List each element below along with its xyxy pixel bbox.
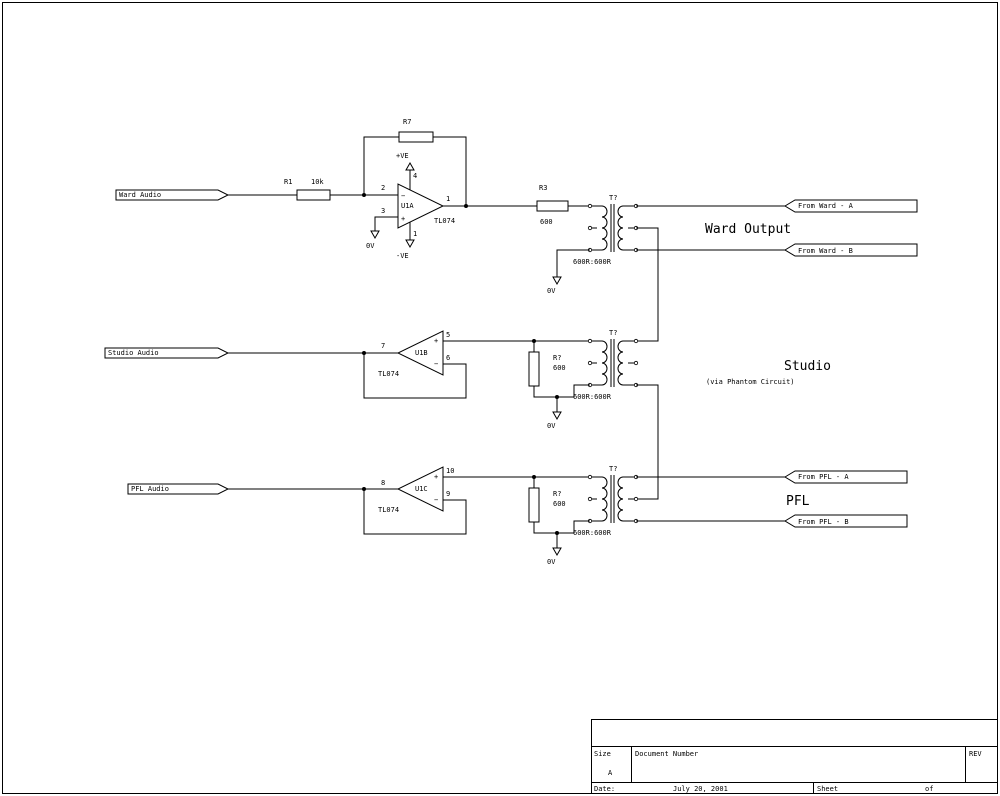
- ward-audio-input-port[interactable]: [115, 189, 230, 201]
- svg-text:−: −: [434, 360, 438, 368]
- u1a-opamp[interactable]: [397, 183, 445, 229]
- studio-channel: Studio Audio 7 + − U1B TL074 5 6 R? 600 …: [104, 329, 831, 500]
- svg-text:Studio Audio: Studio Audio: [108, 349, 159, 357]
- ward-channel: Ward Audio R1 10k R7 − + U1A TL074 2 3 1…: [115, 118, 918, 342]
- svg-text:T?: T?: [609, 465, 617, 473]
- svg-text:PFL Audio: PFL Audio: [131, 485, 169, 493]
- date-value: July 20, 2001: [673, 785, 728, 793]
- svg-text:0V: 0V: [547, 287, 556, 295]
- pfl-audio-input-port[interactable]: [127, 483, 230, 495]
- svg-text:600: 600: [553, 500, 566, 508]
- ward-audio-input-label: Ward Audio: [119, 191, 161, 199]
- svg-text:−: −: [434, 496, 438, 504]
- r3-value: 600: [540, 218, 553, 226]
- studio-title: Studio: [784, 359, 831, 374]
- svg-text:2: 2: [381, 184, 385, 192]
- from-ward-b-port[interactable]: [784, 243, 918, 257]
- svg-text:600R:600R: 600R:600R: [573, 529, 612, 537]
- document-number-label: Document Number: [635, 750, 698, 758]
- svg-text:From PFL - A: From PFL - A: [798, 473, 849, 481]
- u1a-ref: U1A: [401, 202, 414, 210]
- svg-text:(via Phantom Circuit): (via Phantom Circuit): [706, 378, 795, 386]
- svg-text:From Ward - A: From Ward - A: [798, 202, 854, 210]
- pfl-resistor[interactable]: [528, 487, 540, 523]
- svg-text:6: 6: [446, 354, 450, 362]
- svg-text:T?: T?: [609, 329, 617, 337]
- svg-text:+VE: +VE: [396, 152, 409, 160]
- svg-text:600R:600R: 600R:600R: [573, 258, 612, 266]
- svg-text:1: 1: [413, 230, 417, 238]
- svg-text:+: +: [434, 473, 438, 481]
- pfl-title: PFL: [786, 494, 810, 509]
- svg-text:From PFL - B: From PFL - B: [798, 518, 849, 526]
- studio-transformer[interactable]: T? 600R:600R: [573, 329, 639, 401]
- svg-text:+: +: [401, 215, 405, 223]
- ground-symbol: [370, 230, 380, 240]
- svg-text:9: 9: [446, 490, 450, 498]
- svg-text:5: 5: [446, 331, 450, 339]
- from-pfl-b-port[interactable]: [784, 514, 908, 528]
- ward-transformer[interactable]: T? 600R:600R: [573, 194, 639, 266]
- studio-resistor[interactable]: [528, 351, 540, 387]
- from-ward-a-port[interactable]: [784, 199, 918, 213]
- size-label: Size: [594, 750, 611, 758]
- svg-text:+: +: [434, 337, 438, 345]
- pfl-transformer[interactable]: T? 600R:600R: [573, 465, 639, 537]
- svg-text:R?: R?: [553, 354, 561, 362]
- u1a-part: TL074: [434, 217, 455, 225]
- title-block: Size A Document Number REV Date: July 20…: [591, 719, 998, 794]
- svg-text:0V: 0V: [547, 558, 556, 566]
- svg-text:600R:600R: 600R:600R: [573, 393, 612, 401]
- svg-text:TL074: TL074: [378, 506, 399, 514]
- svg-text:0V: 0V: [366, 242, 375, 250]
- svg-text:3: 3: [381, 207, 385, 215]
- svg-text:U1B: U1B: [415, 349, 428, 357]
- rev-label: REV: [969, 750, 982, 758]
- u1c-opamp[interactable]: [396, 466, 444, 512]
- r1-ref: R1: [284, 178, 292, 186]
- svg-text:600: 600: [553, 364, 566, 372]
- studio-audio-input-port[interactable]: [104, 347, 230, 359]
- svg-text:−: −: [401, 192, 405, 200]
- sheet-label: Sheet: [817, 785, 838, 793]
- r7-ref: R7: [403, 118, 411, 126]
- svg-text:0V: 0V: [547, 422, 556, 430]
- svg-text:1: 1: [446, 195, 450, 203]
- svg-text:7: 7: [381, 342, 385, 350]
- ward-output-title: Ward Output: [705, 222, 791, 237]
- r3-ref: R3: [539, 184, 547, 192]
- of-label: of: [925, 785, 933, 793]
- svg-text:U1C: U1C: [415, 485, 428, 493]
- r1-value: 10k: [311, 178, 324, 186]
- svg-text:8: 8: [381, 479, 385, 487]
- svg-text:4: 4: [413, 172, 417, 180]
- from-pfl-a-port[interactable]: [784, 470, 908, 484]
- svg-text:TL074: TL074: [378, 370, 399, 378]
- r1-resistor[interactable]: [296, 189, 331, 201]
- size-value: A: [608, 769, 613, 777]
- r7-feedback-resistor[interactable]: [398, 131, 434, 143]
- svg-text:From Ward - B: From Ward - B: [798, 247, 853, 255]
- r3-resistor[interactable]: [536, 200, 569, 212]
- svg-text:R?: R?: [553, 490, 561, 498]
- svg-text:10: 10: [446, 467, 454, 475]
- u1b-opamp[interactable]: [396, 330, 444, 376]
- date-label: Date:: [594, 785, 615, 793]
- svg-text:-VE: -VE: [396, 252, 409, 260]
- svg-text:T?: T?: [609, 194, 617, 202]
- pfl-channel: PFL Audio 8 + − U1C TL074 10 9 R? 600 0V…: [127, 465, 908, 566]
